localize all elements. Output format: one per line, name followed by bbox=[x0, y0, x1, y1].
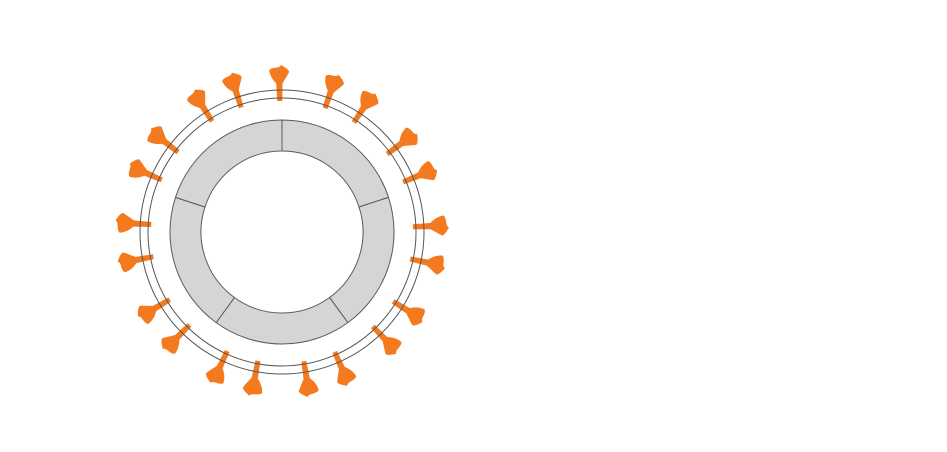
spike-proteins bbox=[115, 64, 449, 398]
spike-stem bbox=[199, 103, 215, 123]
spike-stem bbox=[173, 323, 192, 341]
spike-protein bbox=[412, 215, 449, 236]
spike-head bbox=[128, 159, 147, 178]
spike-head bbox=[427, 255, 446, 275]
spike-head bbox=[137, 305, 157, 325]
spike-stem bbox=[232, 88, 244, 109]
spike-head bbox=[242, 377, 263, 396]
spike-protein bbox=[187, 89, 215, 123]
spike-stem bbox=[332, 350, 346, 371]
spike-stem bbox=[370, 324, 389, 343]
inner-envelope-ring bbox=[147, 97, 417, 367]
spike-protein bbox=[161, 323, 192, 354]
capsid-segment bbox=[169, 196, 236, 324]
spike-head bbox=[399, 127, 418, 147]
spike-head bbox=[161, 335, 180, 354]
spike-stem bbox=[412, 222, 433, 230]
spike-head bbox=[406, 307, 425, 326]
spike-head bbox=[115, 212, 134, 233]
capsid-segment bbox=[215, 296, 349, 345]
spike-stem bbox=[409, 256, 430, 266]
spike-stem bbox=[391, 299, 411, 315]
spike-head bbox=[360, 90, 379, 110]
spike-stem bbox=[216, 349, 230, 370]
spike-protein bbox=[206, 349, 230, 384]
spike-stem bbox=[351, 104, 367, 124]
spike-head bbox=[269, 64, 290, 84]
spike-protein bbox=[409, 255, 446, 275]
spike-stem bbox=[134, 254, 154, 264]
spike-head bbox=[222, 72, 242, 92]
spike-stem bbox=[143, 169, 163, 183]
spike-protein bbox=[269, 64, 290, 102]
spike-head bbox=[325, 74, 344, 93]
spike-head bbox=[206, 365, 225, 384]
spike-protein bbox=[385, 127, 418, 156]
spike-stem bbox=[385, 140, 405, 156]
spike-protein bbox=[402, 160, 438, 185]
spike-protein bbox=[332, 350, 357, 386]
capsid-segment bbox=[174, 119, 283, 208]
spike-head bbox=[187, 89, 206, 108]
spike-stem bbox=[251, 360, 261, 381]
spike-protein bbox=[147, 126, 180, 155]
spike-protein bbox=[128, 159, 163, 183]
capsid-ring bbox=[169, 119, 395, 345]
capsid-segment bbox=[328, 196, 395, 324]
spike-stem bbox=[301, 360, 311, 381]
spike-head bbox=[337, 367, 357, 386]
spike-protein bbox=[222, 72, 244, 109]
spike-head bbox=[382, 337, 402, 355]
spike-head bbox=[298, 378, 319, 398]
spike-protein bbox=[242, 360, 263, 396]
spike-stem bbox=[132, 220, 152, 227]
spike-stem bbox=[151, 297, 171, 312]
spike-head bbox=[117, 252, 137, 273]
spike-protein bbox=[351, 90, 379, 124]
spike-stem bbox=[276, 81, 283, 102]
spike-protein bbox=[370, 324, 402, 355]
spike-head bbox=[418, 160, 438, 181]
spike-stem bbox=[161, 138, 180, 155]
spike-stem bbox=[322, 89, 335, 110]
spike-head bbox=[147, 126, 167, 145]
spike-head bbox=[430, 215, 449, 236]
spike-stem bbox=[402, 171, 422, 185]
outer-envelope-ring bbox=[139, 89, 425, 375]
spike-protein bbox=[322, 74, 344, 110]
spike-protein bbox=[117, 252, 154, 273]
spike-protein bbox=[298, 360, 319, 398]
spike-protein bbox=[115, 212, 152, 233]
spike-protein bbox=[391, 299, 425, 326]
spike-protein bbox=[137, 297, 171, 325]
